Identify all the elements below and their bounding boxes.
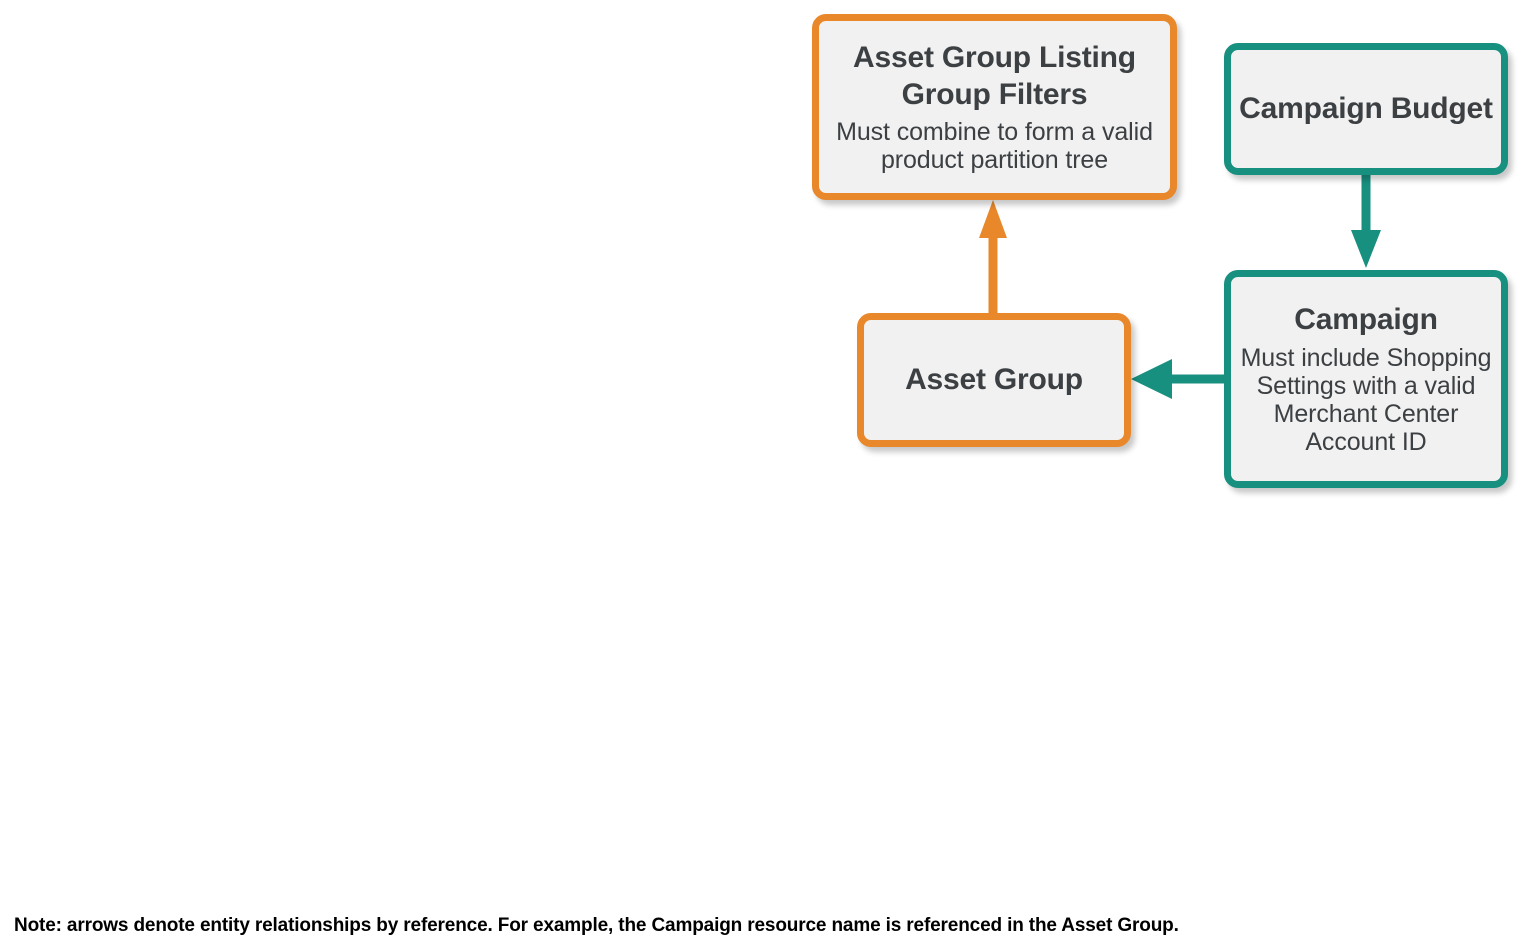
- node-title: Campaign: [1294, 303, 1438, 337]
- node-subtitle: Must combine to form a valid product par…: [836, 118, 1153, 175]
- arrow-campaign-to-asset-group: [1131, 359, 1226, 399]
- arrow-campaign-budget-to-campaign: [1351, 174, 1381, 268]
- node-campaign[interactable]: Campaign Must include Shopping Settings …: [1224, 270, 1508, 488]
- node-asset-group[interactable]: Asset Group: [857, 313, 1131, 447]
- node-title: Asset Group: [905, 362, 1083, 396]
- node-asset-group-listing-group-filters[interactable]: Asset Group Listing Group Filters Must c…: [812, 14, 1177, 200]
- node-title: Asset Group Listing Group Filters: [853, 40, 1136, 111]
- node-campaign-budget[interactable]: Campaign Budget: [1224, 43, 1508, 175]
- node-title: Campaign Budget: [1239, 91, 1493, 125]
- node-subtitle: Must include Shopping Settings with a va…: [1240, 343, 1492, 456]
- arrow-asset-group-to-listing-filters: [979, 200, 1007, 315]
- diagram-footnote: Note: arrows denote entity relationships…: [14, 915, 1179, 936]
